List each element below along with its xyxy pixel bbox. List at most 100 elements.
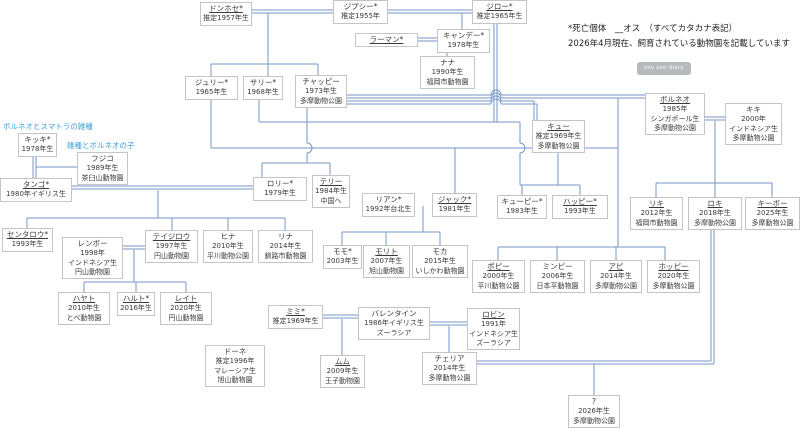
person-detail: 2014年生 xyxy=(269,242,302,251)
person-name: ホッピー xyxy=(658,262,689,271)
person-name: キュー xyxy=(547,122,570,131)
edge-hop-arc xyxy=(490,92,502,99)
person-detail: インドネシア生 xyxy=(469,329,518,338)
person-name: ドンホセ* xyxy=(209,4,243,13)
person-detail: 2015年生 xyxy=(424,257,456,266)
person-detail: マレーシア生 xyxy=(214,366,256,375)
person-name: ポピー xyxy=(487,262,510,271)
edge-hop-arc xyxy=(490,95,502,102)
person-name: フジコ xyxy=(91,154,114,163)
person-name: レイト xyxy=(174,294,198,303)
person-detail: 2014年生 xyxy=(600,272,632,281)
person-detail: 2010年生 xyxy=(212,242,244,251)
person-detail: 多摩動物公園 xyxy=(595,281,637,290)
person-detail: 多摩動物公園 xyxy=(573,416,615,425)
person-name: ミミ* xyxy=(286,307,305,316)
person-detail: ズーラシア xyxy=(476,339,511,347)
person-node-sally: サリー*1968年生 xyxy=(243,76,283,100)
person-detail: 1986年イギリス生 xyxy=(364,319,424,328)
person-node-kyupi: キューピー*1983年生 xyxy=(497,195,547,219)
person-name: キキ xyxy=(746,105,761,114)
person-detail: 推定1969年生 xyxy=(272,317,319,326)
person-detail: 2012年生 xyxy=(640,209,673,218)
person-detail: 円山動物園 xyxy=(154,251,189,260)
person-node-unknown: ?2026年生多摩動物公園 xyxy=(568,395,620,428)
person-name: レンボー xyxy=(77,239,108,248)
person-name: ハヤト xyxy=(72,294,96,303)
person-name: ミンピー xyxy=(542,262,573,271)
legend: *死亡個体 __オス （すべてカタカナ表記） 2026年4月現在、飼育されている… xyxy=(568,22,790,52)
person-detail: 1980年イギリス生 xyxy=(6,190,66,199)
person-detail: 推定1996年 xyxy=(215,357,255,366)
person-detail: 推定1969年生 xyxy=(535,132,582,141)
person-name: ロリー* xyxy=(266,179,294,188)
person-detail: 円山動物園 xyxy=(75,268,110,276)
person-name: サリー* xyxy=(249,78,277,87)
person-node-jiro: ジロー*推定1965年生 xyxy=(472,0,527,24)
person-detail: 2025年生 xyxy=(756,209,789,218)
person-detail: 福岡市動物園 xyxy=(635,218,678,227)
person-name: テイジロウ xyxy=(152,232,191,241)
person-name: キッキ* xyxy=(24,135,51,144)
person-detail: 2000年 xyxy=(741,115,766,124)
person-detail: 円山動物園 xyxy=(168,313,204,322)
person-name: モカ xyxy=(432,247,448,256)
person-node-haruto: ハルト*2016年生 xyxy=(117,292,155,316)
person-name: ? xyxy=(592,397,596,406)
person-detail: 1985年 xyxy=(662,105,688,114)
edge-hop-arc xyxy=(490,89,502,96)
person-detail: 2026年生 xyxy=(578,407,610,416)
person-name: チェリア xyxy=(434,354,465,363)
person-detail: 平川動物公園 xyxy=(207,251,249,260)
person-node-kikki: キッキ*1978年生 xyxy=(18,133,57,157)
person-name: リキ xyxy=(649,199,664,208)
person-detail: 茶臼山動物園 xyxy=(81,173,124,182)
person-detail: 2006年生 xyxy=(541,272,574,281)
person-detail: 1990年生 xyxy=(431,68,464,77)
person-detail: 2007年生 xyxy=(370,257,403,266)
person-detail: 2000年生 xyxy=(482,272,515,281)
person-detail: 福岡市動物園 xyxy=(426,77,469,86)
person-name: ハルト* xyxy=(122,294,150,303)
person-detail: とべ動物園 xyxy=(66,313,102,322)
person-detail: 多摩動物公園 xyxy=(751,218,794,227)
person-name: ロビン xyxy=(482,310,505,319)
person-node-mimi: ミミ*推定1969年生 xyxy=(268,305,323,329)
person-name: ボルネオ xyxy=(660,95,690,104)
person-detail: 釧路市動物園 xyxy=(264,251,307,260)
edge-hop-arc xyxy=(306,142,313,154)
person-name: テリー xyxy=(319,177,343,186)
person-detail: 2020年生 xyxy=(657,272,690,281)
person-name: ハッピー* xyxy=(563,197,597,206)
person-name: ジャック* xyxy=(437,195,472,204)
person-detail: 多摩動物公園 xyxy=(300,96,342,105)
person-name: キャンデー* xyxy=(442,31,485,40)
person-node-gypsy: ジプシー*推定1955年 xyxy=(333,0,388,24)
person-detail: インドネシア生 xyxy=(729,124,778,133)
person-detail: 1993年生 xyxy=(564,207,596,216)
person-name: ムム xyxy=(335,357,350,366)
person-node-kyu: キュー推定1969年生多摩動物公園 xyxy=(532,120,585,153)
person-detail: 1998年 xyxy=(80,249,105,258)
person-detail: 多摩動物公園 xyxy=(694,218,736,227)
person-name: アピ xyxy=(608,262,624,271)
person-node-julie: ジュリー*1965年生 xyxy=(185,76,238,100)
person-name: モモ* xyxy=(333,247,352,256)
person-name: ラーマン* xyxy=(369,35,404,44)
person-detail: 2009年生 xyxy=(326,367,359,376)
person-detail: 中国へ xyxy=(320,196,342,205)
